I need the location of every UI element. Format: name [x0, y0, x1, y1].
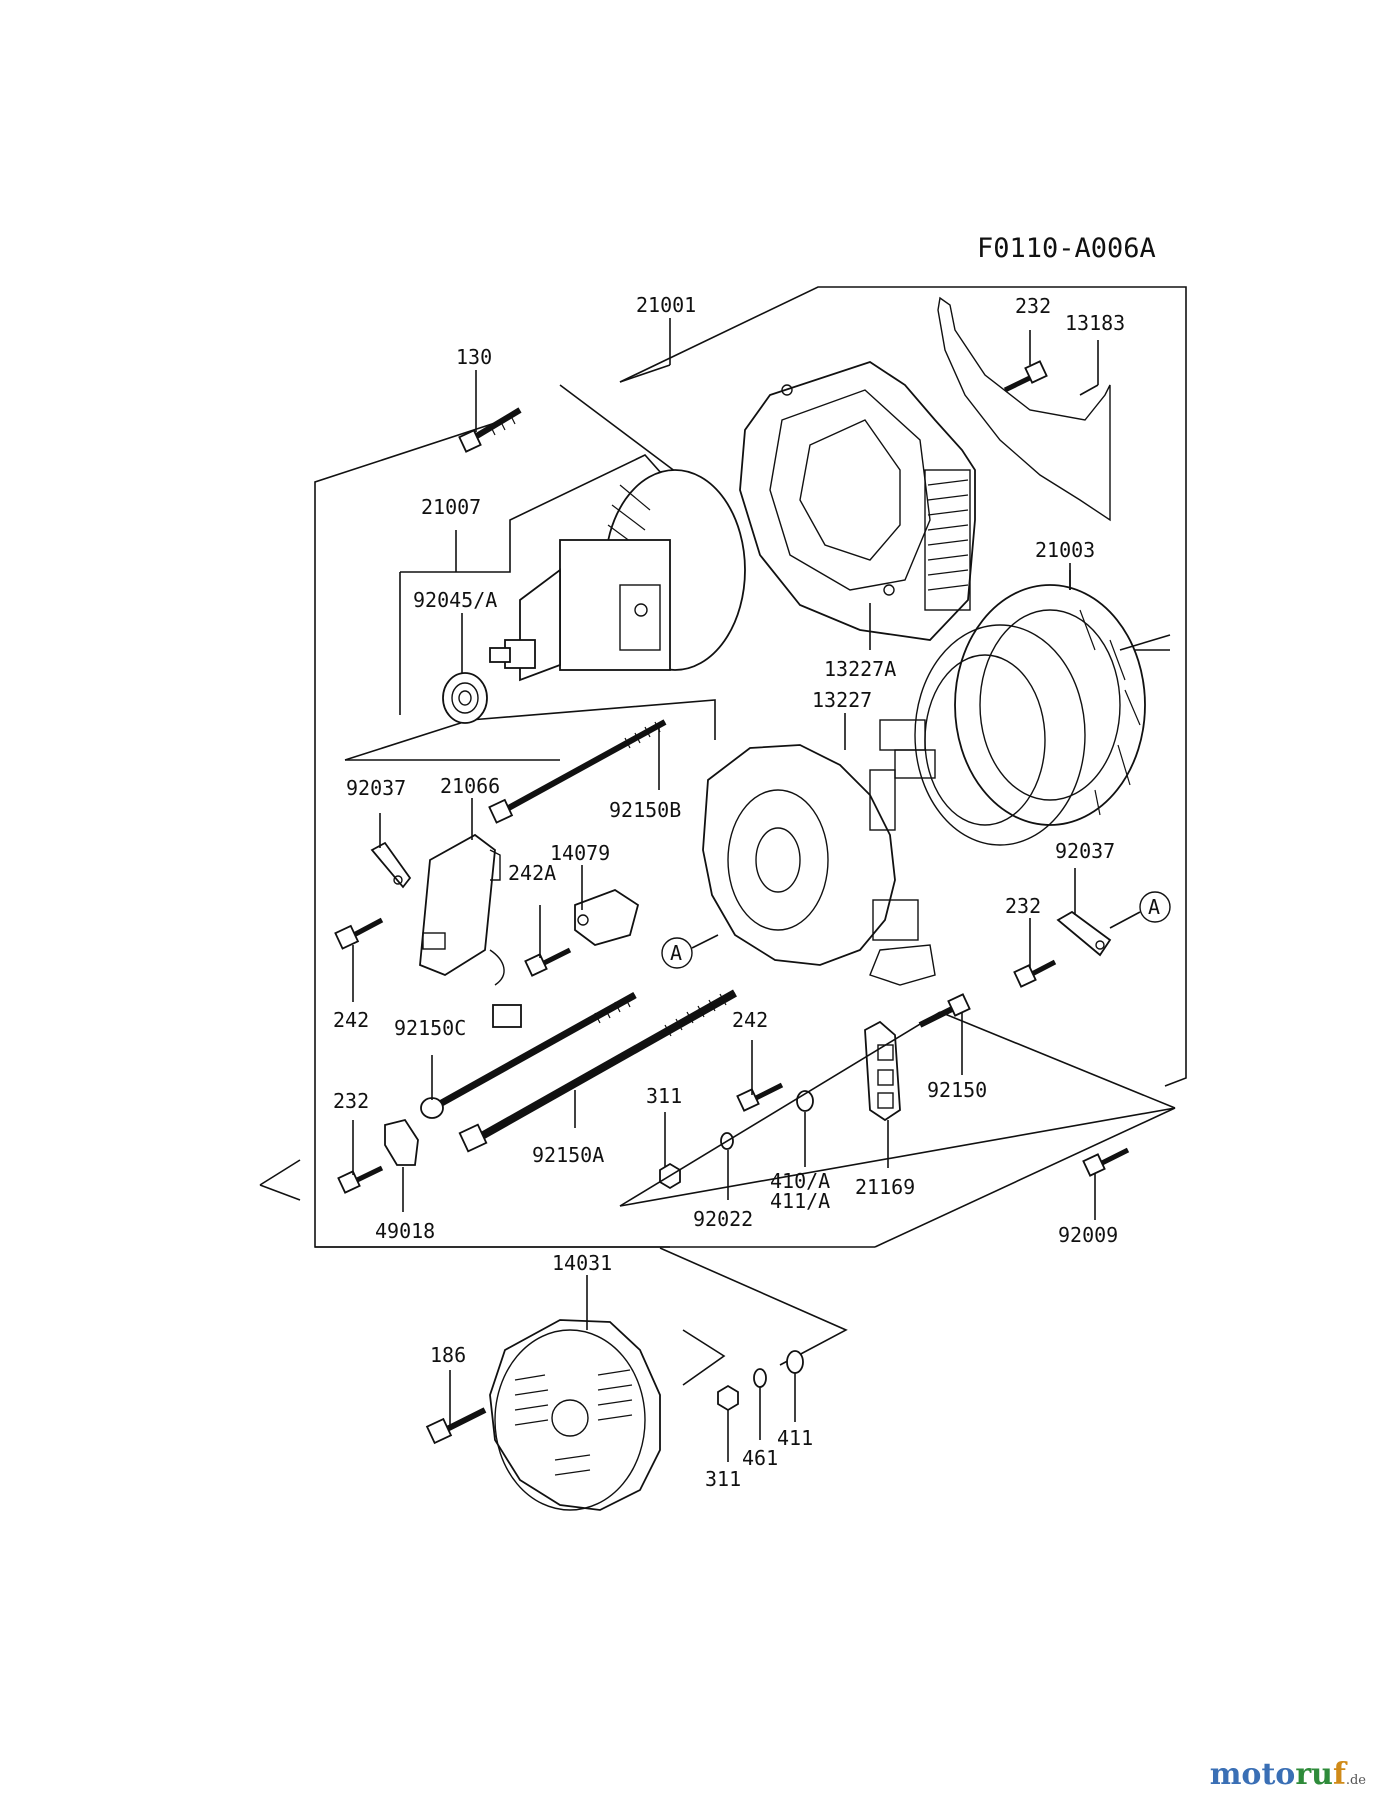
label-242-left: 242: [333, 1008, 369, 1032]
label-21003: 21003: [1035, 538, 1095, 562]
label-411a: 411/A: [770, 1189, 830, 1213]
nut-311-bottom: [717, 1384, 739, 1412]
bracket-92037-left: [370, 841, 412, 889]
label-186: 186: [430, 1343, 466, 1367]
screw-232-left: [337, 1165, 384, 1194]
label-410a: 410/A: [770, 1169, 830, 1193]
label-13227: 13227: [812, 688, 872, 712]
callout-a-left-letter: A: [670, 941, 682, 965]
label-14031: 14031: [552, 1251, 612, 1275]
regulator-21066: [419, 833, 522, 1028]
callout-a-right: A: [1109, 891, 1171, 929]
label-411-bottom: 411: [777, 1426, 813, 1450]
leader-lines: [352, 318, 1176, 1462]
housing-13227a: [739, 361, 976, 641]
label-242a: 242A: [508, 861, 556, 885]
gasket-13183: [937, 296, 1111, 522]
label-242-mid: 242: [732, 1008, 768, 1032]
label-92150b: 92150B: [609, 798, 681, 822]
label-21001: 21001: [636, 293, 696, 317]
bearing-92045a: [442, 672, 488, 724]
brush-holder-14079: [574, 888, 640, 946]
screw-242-left: [334, 917, 384, 950]
label-92045a: 92045/A: [413, 588, 497, 612]
label-311-bottom: 311: [705, 1467, 741, 1491]
watermark-part3: f: [1332, 1757, 1346, 1792]
label-130: 130: [456, 345, 492, 369]
label-92150a: 92150A: [532, 1143, 604, 1167]
bolt-130: [458, 407, 522, 453]
diagram-code: F0110-A006A: [977, 233, 1156, 264]
washer-411-bottom: [786, 1350, 804, 1374]
lockwasher-461: [753, 1368, 767, 1388]
label-92150c: 92150C: [394, 1016, 466, 1040]
label-13227a: 13227A: [824, 657, 896, 681]
label-92037-right: 92037: [1055, 839, 1115, 863]
screw-232-right: [1013, 959, 1057, 988]
watermark-part4: .de: [1345, 1773, 1366, 1788]
bolt-186: [425, 1407, 487, 1445]
rotor-21007: [489, 469, 746, 682]
bolt-92150c: [420, 991, 637, 1119]
end-cover-14031: [489, 1319, 661, 1511]
label-21007: 21007: [421, 495, 481, 519]
bolt-92150b: [488, 719, 667, 824]
label-92150: 92150: [927, 1078, 987, 1102]
label-21169: 21169: [855, 1175, 915, 1199]
label-311-mid: 311: [646, 1084, 682, 1108]
label-21066: 21066: [440, 774, 500, 798]
label-92022: 92022: [693, 1207, 753, 1231]
terminal-49018: [384, 1118, 419, 1166]
stator-21003: [879, 570, 1171, 846]
housing-13227: [702, 744, 936, 986]
bracket-92037-right: [1056, 910, 1112, 957]
watermark-part2: ru: [1295, 1757, 1333, 1792]
screw-242a: [524, 947, 572, 977]
label-232-top: 232: [1015, 294, 1051, 318]
watermark-logo: motoruf.de: [1210, 1757, 1366, 1792]
label-232-left: 232: [333, 1089, 369, 1113]
label-49018: 49018: [375, 1219, 435, 1243]
bolt-232-top: [1003, 360, 1048, 393]
screw-92009: [1082, 1147, 1130, 1177]
label-14079: 14079: [550, 841, 610, 865]
terminal-21169: [864, 1020, 901, 1122]
bolt-92150a: [458, 989, 737, 1153]
part-labels: 21001 232 13183 130 21007 92045/A 21003 …: [333, 293, 1125, 1491]
screw-242-mid: [736, 1082, 784, 1112]
label-13183: 13183: [1065, 311, 1125, 335]
callout-a-left: A: [661, 934, 719, 969]
bolt-92150: [918, 993, 971, 1028]
label-232-right: 232: [1005, 894, 1041, 918]
callout-a-right-letter: A: [1148, 895, 1160, 919]
label-461: 461: [742, 1446, 778, 1470]
label-92037-left: 92037: [346, 776, 406, 800]
label-92009: 92009: [1058, 1223, 1118, 1247]
watermark-part1: moto: [1209, 1757, 1296, 1792]
